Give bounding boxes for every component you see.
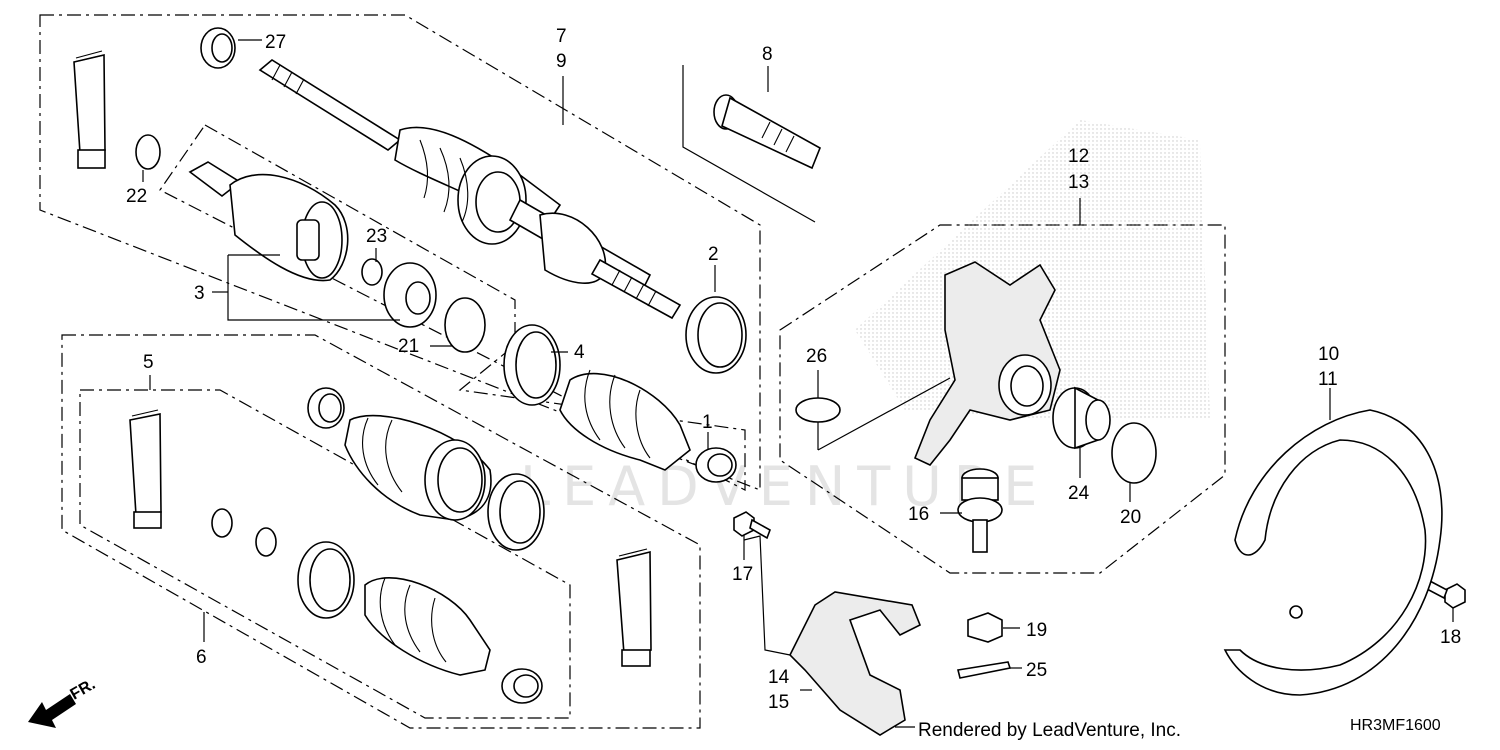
- callout-1: 1: [702, 412, 713, 433]
- callout-20: 20: [1120, 507, 1141, 528]
- group-box-boot-subkit: [79, 389, 571, 719]
- leader-lines: [142, 39, 1454, 728]
- callout-9: 9: [556, 51, 567, 72]
- render-credit: Rendered by LeadVenture, Inc.: [918, 720, 1181, 741]
- callout-27: 27: [265, 32, 286, 53]
- callout-25: 25: [1026, 660, 1047, 681]
- brake-hose-bracket: [789, 591, 922, 736]
- callout-21: 21: [398, 336, 419, 357]
- inner-cv-joint: [188, 161, 349, 282]
- wheel-bearing: [1052, 386, 1111, 450]
- callout-26: 26: [806, 346, 827, 367]
- band-clamp-4: [503, 324, 561, 406]
- callout-16: 16: [908, 504, 929, 525]
- grease-tube-bottom: [616, 548, 652, 667]
- circlip-23: [361, 258, 383, 286]
- bracket-shaft-8: [682, 65, 816, 223]
- grease-tube-top: [73, 50, 106, 169]
- cotter-pin: [957, 661, 1012, 679]
- drive-axle: [258, 59, 682, 320]
- band-clamp-2: [685, 296, 747, 374]
- shaft-8: [713, 94, 822, 170]
- circlip-a: [211, 508, 233, 538]
- castle-nut: [967, 612, 1003, 643]
- callout-14: 14: [768, 667, 790, 688]
- band-clamp-b: [501, 668, 543, 704]
- band-clamp-1: [695, 447, 737, 483]
- callout-6: 6: [196, 647, 207, 668]
- callout-2: 2: [708, 244, 719, 265]
- callout-3: 3: [194, 283, 205, 304]
- boot-outer: [559, 369, 691, 471]
- callout-10: 10: [1318, 344, 1339, 365]
- circlip-21: [444, 297, 486, 353]
- steering-knuckle: [913, 261, 1061, 466]
- boot-kit-outer: [364, 577, 491, 676]
- group-box-boot-kit: [61, 334, 701, 729]
- callout-18: 18: [1440, 627, 1461, 648]
- bearing-cage: [383, 262, 437, 328]
- band-clamp-c: [487, 473, 545, 551]
- callout-4: 4: [574, 342, 585, 363]
- callout-5: 5: [143, 352, 154, 373]
- group-box-axle: [39, 14, 761, 491]
- callout-23: 23: [366, 226, 387, 247]
- circlip-26: [795, 397, 841, 423]
- callout-11: 11: [1318, 369, 1338, 390]
- watermark-text: LEADVENTURE: [520, 455, 1049, 518]
- diagram-code: HR3MF1600: [1350, 717, 1441, 734]
- callout-24: 24: [1068, 483, 1090, 504]
- callout-17: 17: [732, 564, 753, 585]
- ball-joint: [957, 468, 1003, 553]
- bolt-17: [733, 511, 771, 540]
- circlip-22: [135, 134, 161, 170]
- callout-13: 13: [1068, 172, 1089, 193]
- callout-19: 19: [1026, 620, 1047, 641]
- circlip-b: [255, 527, 277, 557]
- callout-7: 7: [556, 26, 567, 47]
- callout-12: 12: [1068, 146, 1089, 167]
- band-clamp-27: [200, 27, 236, 69]
- disc-guard: [1223, 409, 1443, 696]
- circlip-20: [1111, 422, 1157, 484]
- grease-tube-mid: [129, 409, 162, 529]
- front-direction-icon: [28, 694, 76, 728]
- callout-15: 15: [768, 692, 789, 713]
- band-clamp-a: [307, 387, 345, 429]
- callout-8: 8: [762, 44, 773, 65]
- callout-22: 22: [126, 186, 147, 207]
- boot-kit-inner: [344, 414, 492, 521]
- band-clamp-d: [297, 541, 355, 619]
